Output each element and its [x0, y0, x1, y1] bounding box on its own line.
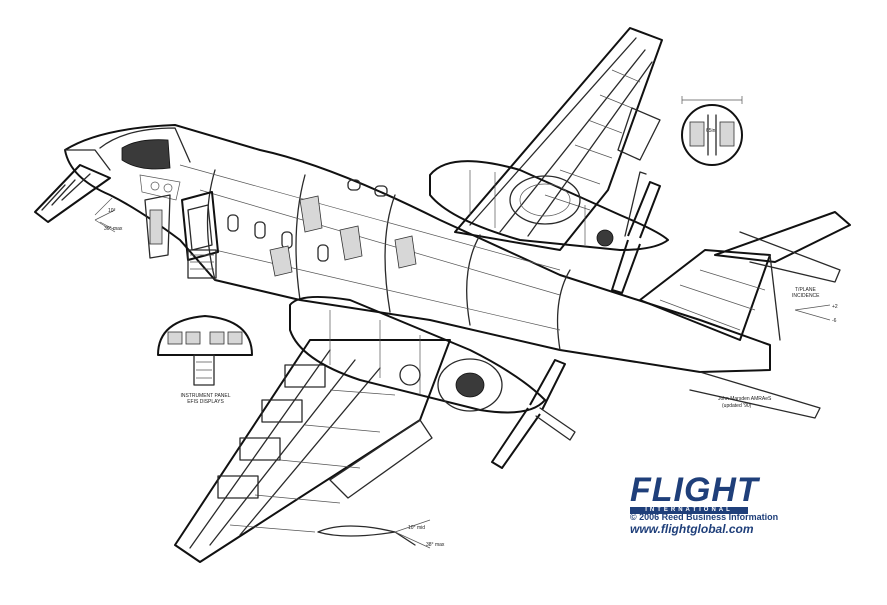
nose-gear	[187, 249, 217, 279]
lower-wing	[174, 339, 451, 563]
tailplane-plus-label: +2	[832, 304, 838, 310]
copyright-notice: © 2006 Reed Business Information	[630, 512, 779, 522]
cabin-width-label: 65in	[706, 128, 716, 134]
instrument-panel-inset	[157, 315, 253, 386]
upper-engine	[429, 160, 669, 294]
artist-update: (updated '90)	[722, 403, 752, 409]
flight-logo-word: FLIGHT	[630, 471, 759, 509]
tailplane-incidence-label: INCIDENCE	[792, 293, 820, 299]
flap-down-label: 38° max	[426, 542, 445, 548]
tailplane-incidence-lines	[794, 304, 831, 321]
flight-logo-band: INTERNATIONAL	[630, 507, 748, 514]
tailplane-minus-label: -6	[832, 318, 837, 324]
efis-displays-label: EFIS DISPLAYS	[187, 399, 224, 405]
lower-engine	[289, 296, 576, 469]
aileron-down-label: 30° max	[104, 226, 123, 232]
aerofoil-inset	[317, 519, 431, 549]
aileron-up-label: 10°	[108, 208, 116, 214]
tailplane-label: T/PLANE	[795, 287, 816, 293]
aileron-deflection-lines	[94, 209, 116, 233]
artist-credit: John Marsden AMRAeS	[718, 396, 772, 402]
flight-international-logo: FLIGHT INTERNATIONAL	[630, 471, 759, 514]
instrument-panel-label: INSTRUMENT PANEL	[180, 393, 231, 399]
tail	[639, 211, 851, 419]
flap-up-label: 10° mid	[408, 525, 426, 531]
cabin-section-inset	[681, 96, 743, 166]
entry-door	[144, 191, 219, 261]
upper-wing	[454, 27, 663, 251]
foreplane	[34, 164, 116, 231]
website-link[interactable]: www.flightglobal.com	[630, 522, 754, 536]
fuselage	[64, 124, 771, 373]
